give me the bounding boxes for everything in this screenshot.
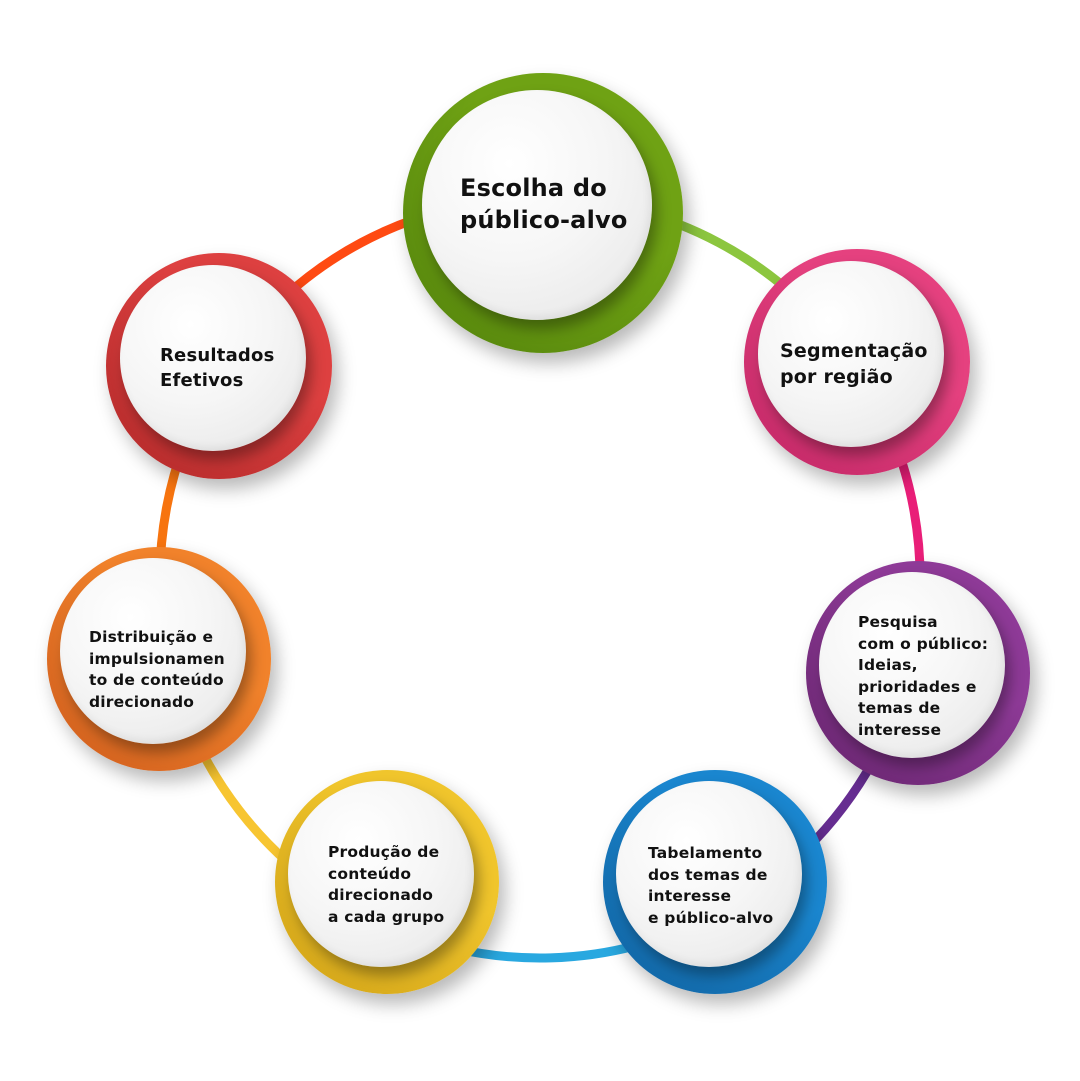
node-escolha-disc [422, 90, 652, 320]
node-segmentacao-disc [758, 261, 944, 447]
node-tabelamento-label: Tabelamento dos temas de interesse e púb… [648, 844, 774, 927]
node-resultados-label: Resultados Efetivos [160, 345, 275, 391]
node-pesquisa-label: Pesquisa com o público: Ideias, priorida… [858, 613, 989, 739]
node-producao-label: Produção de conteúdo direcionado a cada … [328, 843, 445, 926]
node-escolha-label: Escolha do público-alvo [460, 174, 628, 234]
node-tabelamento-disc [616, 781, 802, 967]
node-pesquisa-disc [819, 572, 1005, 758]
node-producao-disc [288, 781, 474, 967]
node-resultados-disc [120, 265, 306, 451]
node-distribuicao-label: Distribuição e impulsionamen to de conte… [89, 628, 225, 711]
node-segmentacao-label: Segmentação por região [780, 340, 928, 388]
node-distribuicao-disc [60, 558, 246, 744]
